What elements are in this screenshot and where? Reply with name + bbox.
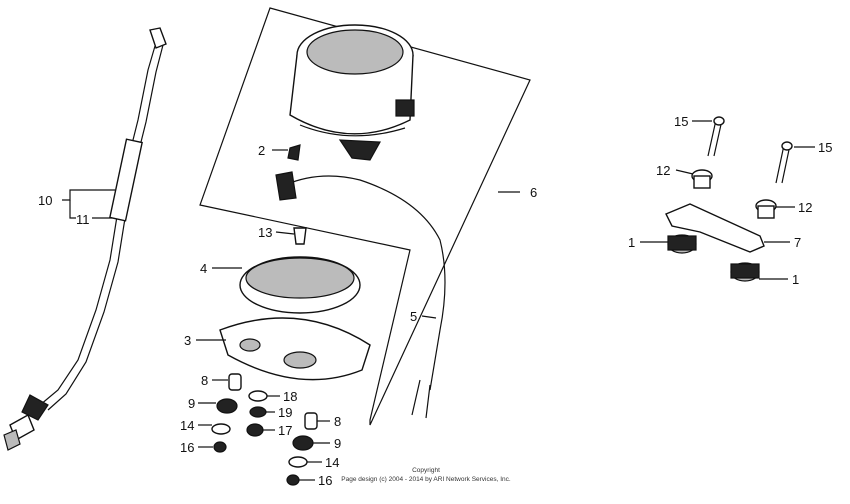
assembly-outline [199, 7, 531, 426]
callout-19: 19 [278, 405, 292, 420]
callout-16-left: 16 [180, 440, 194, 455]
callout-5: 5 [410, 309, 417, 324]
leader-lines [62, 120, 815, 481]
callout-15-left: 15 [674, 114, 688, 129]
meter-case-upper [239, 256, 361, 314]
callout-16-right: 16 [318, 473, 332, 488]
callout-4: 4 [200, 261, 207, 276]
callout-9-left: 9 [188, 396, 195, 411]
callout-labels: 10 11 2 13 4 3 5 6 8 9 14 16 18 19 17 8 … [38, 114, 832, 488]
callout-2: 2 [258, 143, 265, 158]
speedometer-cable [3, 27, 167, 451]
callout-10: 10 [38, 193, 52, 208]
callout-14-left: 14 [180, 418, 194, 433]
callout-15-right: 15 [818, 140, 832, 155]
callout-9-right: 9 [334, 436, 341, 451]
copyright-line-1: Copyright [412, 467, 440, 474]
meter-bracket-group [665, 116, 793, 282]
callout-13: 13 [258, 225, 272, 240]
copyright-notice: Copyright Page design (c) 2004 - 2014 by… [341, 467, 511, 483]
light-socket-harness [275, 171, 446, 419]
speedometer-head [289, 24, 415, 161]
callout-18: 18 [283, 389, 297, 404]
callout-8-left: 8 [201, 373, 208, 388]
small-hardware [211, 144, 318, 486]
callout-12-right: 12 [798, 200, 812, 215]
callout-1-left: 1 [628, 235, 635, 250]
callout-6: 6 [530, 185, 537, 200]
copyright-line-2: Page design (c) 2004 - 2014 by ARI Netwo… [341, 476, 511, 483]
callout-8-right: 8 [334, 414, 341, 429]
callout-3: 3 [184, 333, 191, 348]
callout-11: 11 [76, 212, 90, 227]
callout-1-right: 1 [792, 272, 799, 287]
callout-17: 17 [278, 423, 292, 438]
callout-14-right: 14 [325, 455, 339, 470]
meter-case-lower [219, 317, 371, 381]
callout-7: 7 [794, 235, 801, 250]
callout-12-left: 12 [656, 163, 670, 178]
